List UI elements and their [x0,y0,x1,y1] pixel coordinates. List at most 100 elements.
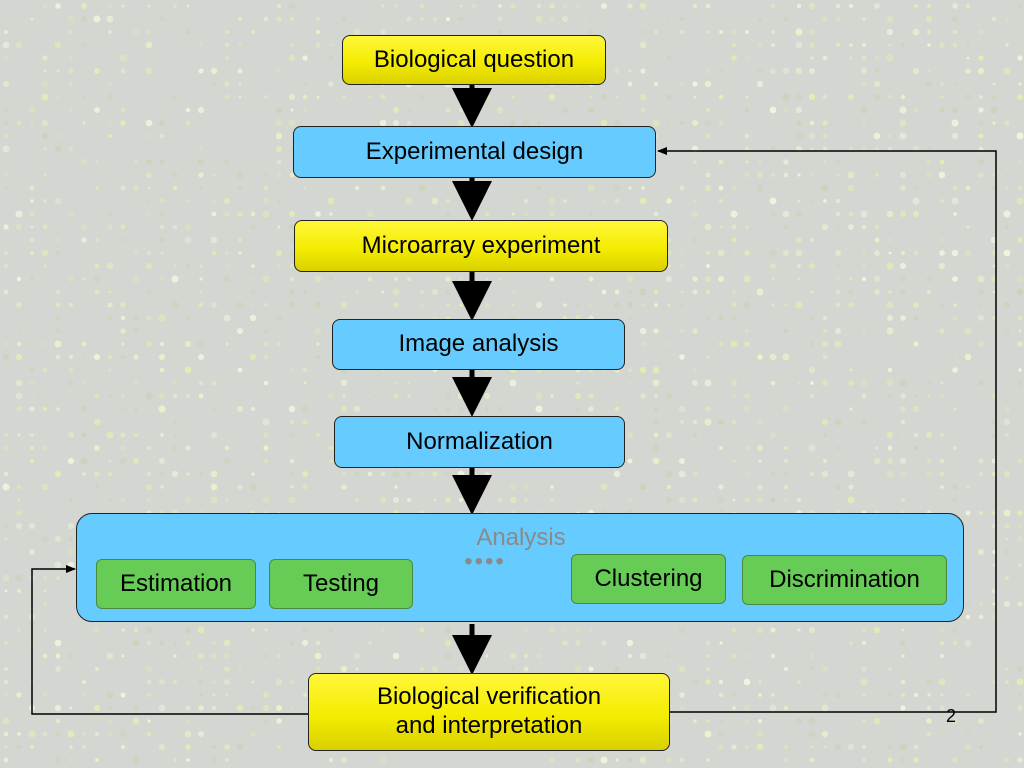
node-label: Microarray experiment [361,231,601,259]
microarray-spot [730,210,738,218]
microarray-spot [445,497,451,503]
microarray-spot [848,146,854,152]
microarray-spot [718,198,724,204]
microarray-spot [718,341,724,347]
microarray-spot [782,405,790,413]
microarray-spot [329,212,333,216]
microarray-spot [171,301,179,309]
microarray-spot [926,29,932,35]
microarray-spot [601,289,607,295]
microarray-spot [952,445,958,451]
microarray-spot [536,653,542,659]
microarray-spot [522,119,530,127]
microarray-spot [185,744,191,750]
microarray-spot [288,119,296,127]
microarray-spot [678,665,686,673]
microarray-spot [810,472,814,476]
microarray-spot [848,224,854,230]
microarray-spot [771,277,775,281]
microarray-spot [641,30,645,34]
microarray-spot [15,392,23,400]
microarray-spot [691,678,699,686]
microarray-spot [263,458,269,464]
microarray-spot [288,405,296,413]
microarray-spot [704,730,712,738]
microarray-spot [224,81,230,87]
microarray-spot [666,341,672,347]
microarray-spot [132,717,140,725]
microarray-spot [680,251,684,255]
microarray-spot [198,146,204,152]
microarray-spot [614,406,620,412]
microarray-spot [68,536,74,542]
microarray-spot [81,380,87,386]
microarray-spot [965,185,971,191]
microarray-spot [511,641,515,645]
microarray-spot [262,197,270,205]
microarray-spot [68,29,74,35]
microarray-spot [823,160,827,164]
microarray-spot [145,626,153,634]
microarray-spot [16,744,22,750]
microarray-spot [237,406,243,412]
microarray-spot [315,29,321,35]
microarray-spot [926,718,932,724]
microarray-spot [42,3,48,9]
microarray-spot [224,757,230,763]
microarray-spot [3,81,9,87]
microarray-spot [133,627,139,633]
microarray-spot [1005,576,1009,580]
microarray-spot [665,431,673,439]
microarray-spot [939,705,945,711]
microarray-spot [68,302,74,308]
microarray-spot [977,67,985,75]
microarray-spot [407,381,411,385]
microarray-spot [210,652,218,660]
microarray-spot [912,67,920,75]
microarray-spot [510,120,516,126]
microarray-spot [795,41,803,49]
microarray-spot [862,758,866,762]
microarray-spot [459,277,463,281]
microarray-spot [276,159,282,165]
microarray-spot [3,445,9,451]
microarray-spot [132,327,140,335]
microarray-spot [147,212,151,216]
microarray-spot [679,458,685,464]
microarray-spot [1018,160,1022,164]
microarray-spot [588,393,594,399]
microarray-spot [511,95,515,99]
microarray-spot [797,628,801,632]
microarray-spot [887,744,893,750]
microarray-spot [926,679,932,685]
microarray-spot [55,250,61,256]
microarray-spot [367,276,373,282]
microarray-spot [639,2,647,10]
microarray-spot [379,756,387,764]
microarray-spot [485,277,489,281]
microarray-spot [328,276,334,282]
microarray-spot [1003,418,1011,426]
microarray-spot [121,394,125,398]
microarray-spot [159,367,165,373]
microarray-spot [679,120,685,126]
microarray-spot [146,341,152,347]
microarray-spot [952,29,958,35]
microarray-spot [302,419,308,425]
microarray-spot [55,328,61,334]
microarray-spot [1018,563,1022,567]
microarray-spot [666,653,672,659]
microarray-spot [444,652,452,660]
microarray-spot [303,186,307,190]
microarray-spot [120,744,126,750]
microarray-spot [613,119,621,127]
microarray-spot [106,93,114,101]
microarray-spot [108,121,112,125]
microarray-spot [68,276,74,282]
microarray-spot [82,355,86,359]
microarray-spot [992,264,996,268]
node-label: Discrimination [769,565,920,593]
microarray-spot [1016,535,1024,543]
microarray-spot [900,705,906,711]
microarray-spot [54,561,62,569]
